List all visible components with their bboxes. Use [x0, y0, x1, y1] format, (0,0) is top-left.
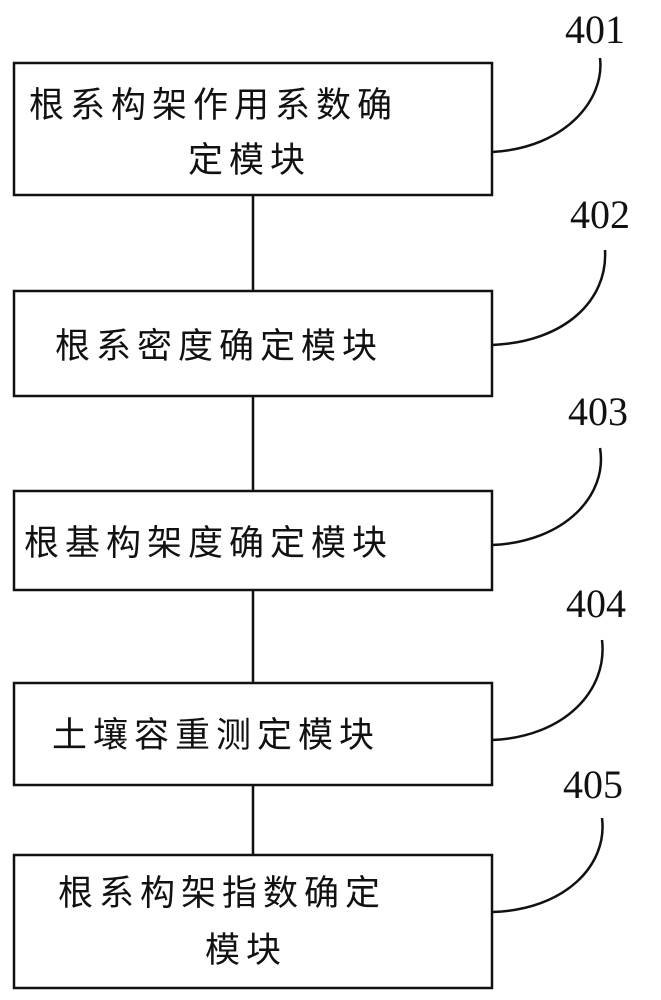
module-box-402	[12, 289, 494, 398]
module-404: 土壤容重测定模块 404	[12, 581, 626, 787]
module-box-404	[12, 681, 494, 787]
module-box-401	[12, 61, 494, 197]
module-402-label-line-1: 根系密度确定模块	[55, 327, 383, 367]
module-box-403	[12, 489, 494, 592]
module-403-label-line-1: 根基构架度确定模块	[24, 524, 393, 564]
ref-label-401: 401	[565, 7, 625, 52]
ref-label-402: 402	[570, 192, 630, 237]
module-401-label-line-1: 根系构架作用系数确	[29, 86, 398, 126]
module-402: 根系密度确定模块 402	[12, 192, 630, 398]
ref-label-404: 404	[566, 581, 626, 626]
module-405: 根系构架指数确定 模块 405	[12, 762, 623, 990]
module-405-label-line-1: 根系构架指数确定	[58, 874, 386, 914]
leader-line-401	[491, 57, 602, 154]
leader-line-404	[491, 639, 604, 742]
module-box-405	[12, 853, 494, 990]
module-405-label-line-2: 模块	[205, 931, 287, 971]
leader-line-402	[491, 249, 607, 347]
module-401-label-line-2: 定模块	[188, 141, 311, 181]
module-404-label-line-1: 土壤容重测定模块	[52, 716, 380, 756]
leader-line-405	[491, 817, 604, 914]
module-403: 根基构架度确定模块 403	[12, 389, 628, 592]
ref-label-405: 405	[563, 762, 623, 807]
ref-label-403: 403	[568, 389, 628, 434]
module-401: 根系构架作用系数确 定模块 401	[12, 7, 625, 197]
leader-line-403	[491, 447, 603, 547]
